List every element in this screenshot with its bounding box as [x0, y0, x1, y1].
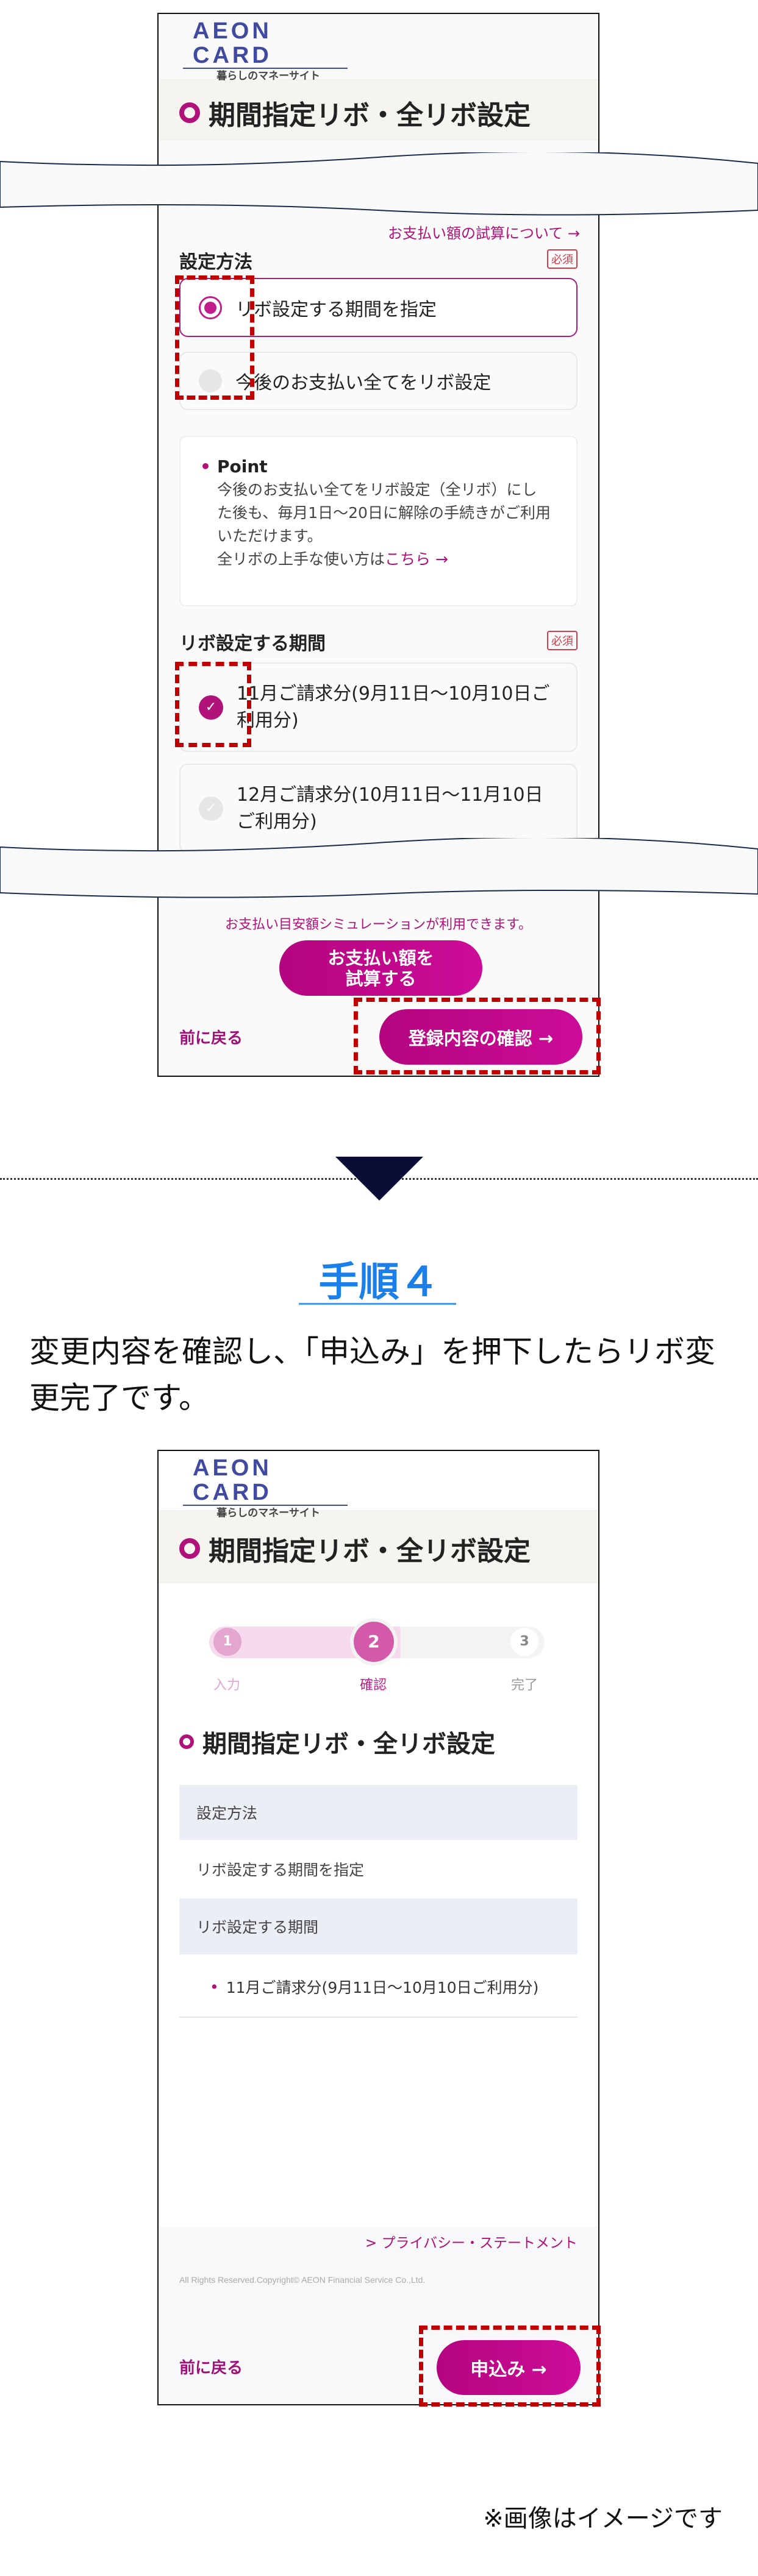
step-2-circle: 2	[354, 1622, 394, 1662]
back-link[interactable]: 前に戻る	[179, 1029, 243, 1048]
bullet-icon: •	[200, 456, 211, 477]
step-3-label: 完了	[511, 1678, 538, 1693]
table-header-method: 設定方法	[179, 1785, 577, 1840]
down-arrow-icon	[335, 1157, 423, 1201]
page-title: 期間指定リボ・全リボ設定	[179, 1529, 531, 1568]
table-header-period: リボ設定する期間	[179, 1898, 577, 1954]
page-header	[159, 79, 598, 140]
highlight-radio	[175, 275, 254, 400]
point-link-line: 全リボの上手な使い方はこちら →	[217, 550, 448, 568]
checkbox-checked-icon: ✓	[199, 695, 223, 720]
point-title: •Point	[200, 455, 552, 478]
page-title: 期間指定リボ・全リボ設定	[179, 93, 531, 132]
required-badge: 必須	[547, 249, 577, 269]
privacy-link[interactable]: > プライバシー・ステートメント	[365, 2235, 577, 2251]
confirm-button[interactable]: 登録内容の確認 →	[379, 1009, 582, 1065]
howto-link[interactable]: こちら →	[385, 550, 448, 568]
step-3-circle: 3	[510, 1628, 538, 1656]
page-header	[159, 1510, 598, 1583]
simulation-note: お支払い目安額シミュレーションが利用できます。	[225, 917, 532, 932]
simulate-button[interactable]: お支払い額を試算する	[279, 940, 482, 996]
highlight-confirm-button	[354, 998, 601, 1074]
checkbox-unchecked-icon: ✓	[199, 796, 223, 821]
ring-icon	[179, 1538, 200, 1559]
table-value-method: リボ設定する期間を指定	[196, 1861, 365, 1879]
ring-icon	[179, 102, 200, 123]
step-1-circle: 1	[213, 1628, 241, 1656]
image-note: ※画像はイメージです	[483, 2505, 723, 2533]
bullet-icon: •	[210, 1978, 219, 1996]
aeon-card-logo: AEON CARD 暮らしのマネーサイト	[183, 1456, 348, 1520]
cut-wave-bottom	[0, 838, 758, 898]
ring-icon	[179, 1734, 194, 1749]
apply-button[interactable]: 申込み →	[437, 2340, 581, 2395]
checkbox-period-nov[interactable]: ✓11月ご請求分(9月11日〜10月10日ご利用分)	[179, 662, 577, 752]
required-badge: 必須	[547, 631, 577, 650]
simulation-link[interactable]: お支払い額の試算について →	[387, 225, 580, 242]
point-box: •Point 今後のお支払い全てをリボ設定（全リボ）にした後も、毎月1日〜20日…	[179, 436, 577, 606]
radio-unchecked-icon	[199, 369, 222, 392]
point-body: 今後のお支払い全てをリボ設定（全リボ）にした後も、毎月1日〜20日に解除の手続き…	[217, 481, 551, 545]
highlight-checkbox	[175, 662, 251, 747]
step-1-label: 入力	[213, 1678, 241, 1693]
step-title: 手順４	[318, 1258, 440, 1305]
period-label: リボ設定する期間	[179, 633, 326, 655]
step-description: 変更内容を確認し、「申込み」を押下したらリボ変更完了です。	[29, 1334, 715, 1416]
screenshot-confirm: AEON CARD 暮らしのマネーサイト 期間指定リボ・全リボ設定 1 2 3 …	[157, 1450, 599, 2405]
back-link[interactable]: 前に戻る	[179, 2359, 243, 2377]
copyright: All Rights Reserved.Copyright© AEON Fina…	[179, 2275, 426, 2285]
cut-wave-top	[0, 152, 758, 216]
radio-option-period[interactable]: リボ設定する期間を指定	[179, 278, 577, 337]
table-value-period: •11月ご請求分(9月11日〜10月10日ご利用分)	[179, 1957, 577, 2018]
method-label: 設定方法	[179, 252, 252, 273]
highlight-apply-button	[419, 2326, 601, 2407]
radio-option-all[interactable]: 今後のお支払い全てをリボ設定	[179, 352, 577, 410]
section-title: 期間指定リボ・全リボ設定	[179, 1724, 495, 1759]
step-2-label: 確認	[360, 1678, 387, 1693]
step-title-underline	[299, 1303, 456, 1305]
aeon-card-logo: AEON CARD 暮らしのマネーサイト	[183, 19, 348, 83]
radio-checked-icon	[199, 296, 222, 319]
